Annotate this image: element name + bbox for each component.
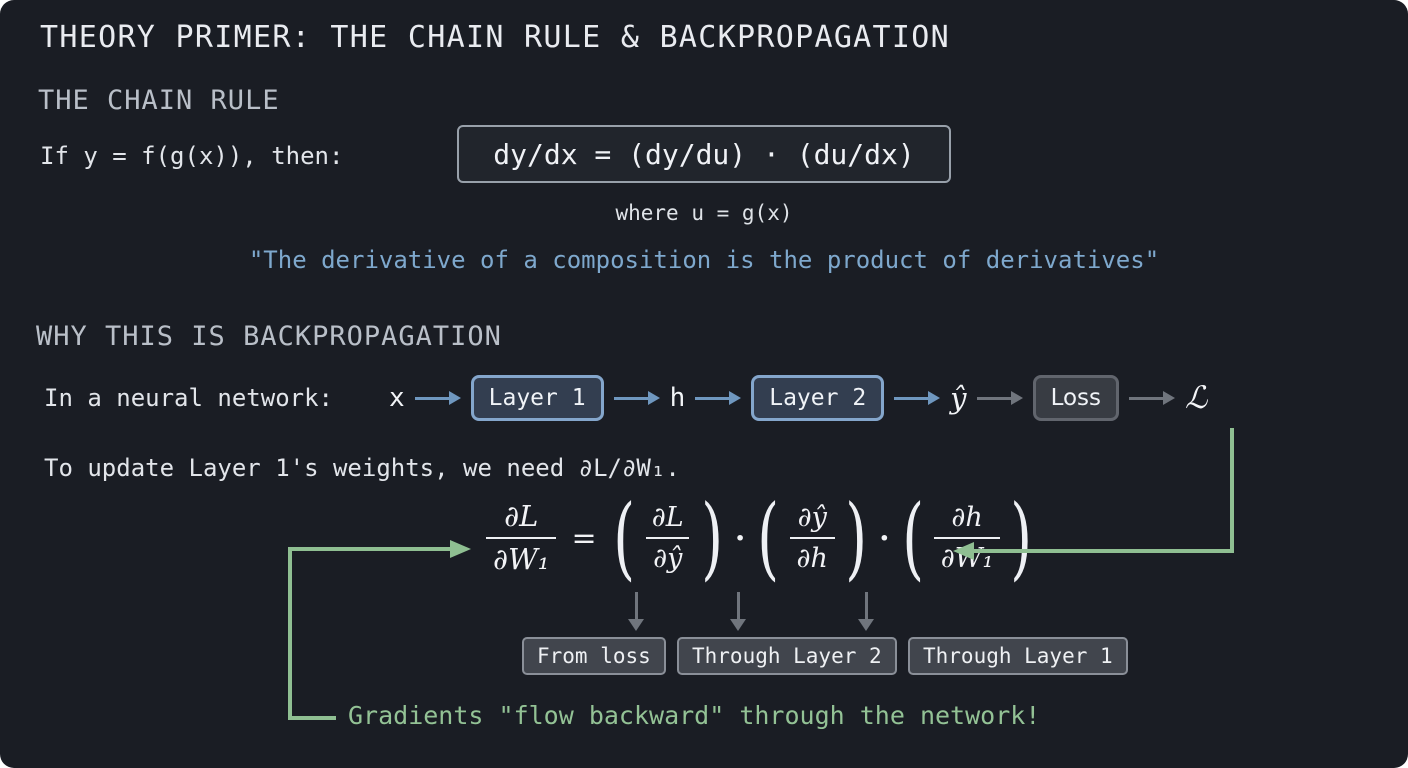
layer1-node: Layer 1 <box>470 375 604 421</box>
green-connector-left-foot <box>288 716 336 720</box>
arrow-right-icon <box>1129 391 1176 405</box>
layer2-node: Layer 2 <box>751 375 885 421</box>
paren-open: ( <box>612 484 635 591</box>
equals-sign: = <box>571 520 597 556</box>
green-connector-left-vertical <box>288 547 292 720</box>
paren-close: ) <box>1010 484 1033 591</box>
green-connector-left-horizontal <box>288 547 452 551</box>
arrow-right-icon <box>613 391 660 405</box>
arrow-down-icon <box>628 592 644 631</box>
through-layer2-label: Through Layer 2 <box>677 637 897 675</box>
gradient-equation: ∂L ∂W₁ = ( ∂L ∂ŷ ) · ( ∂ŷ ∂h ) · ( ∂h ∂W… <box>486 493 1034 583</box>
loss-node: Loss <box>1032 375 1120 421</box>
arrow-right-icon <box>976 391 1023 405</box>
lhs-fraction: ∂L ∂W₁ <box>486 499 557 577</box>
where-note: where u = g(x) <box>615 201 793 225</box>
term1-fraction: ∂L ∂ŷ <box>645 502 691 574</box>
page-title: THEORY PRIMER: THE CHAIN RULE & BACKPROP… <box>40 20 950 55</box>
network-diagram: In a neural network: x Layer 1 h Layer 2… <box>44 372 1207 424</box>
paren-open: ( <box>757 484 780 591</box>
arrow-right-icon <box>414 391 461 405</box>
green-connector-right-horizontal <box>974 549 1234 553</box>
green-arrowhead-right-icon <box>450 540 471 558</box>
need-line: To update Layer 1's weights, we need ∂L/… <box>44 454 680 482</box>
chain-rule-premise: If y = f(g(x)), then: <box>40 142 344 170</box>
yhat-variable: ŷ <box>950 381 967 415</box>
network-intro-label: In a neural network: <box>44 384 333 412</box>
chain-rule-heading: THE CHAIN RULE <box>38 85 280 116</box>
green-arrowhead-left-icon <box>953 542 974 560</box>
paren-close: ) <box>845 484 867 591</box>
loss-symbol: ℒ <box>1185 380 1208 416</box>
green-connector-right-vertical <box>1230 428 1234 553</box>
term2-fraction: ∂ŷ ∂h <box>789 502 835 574</box>
arrow-right-icon <box>695 391 742 405</box>
backprop-heading: WHY THIS IS BACKPROPAGATION <box>36 321 502 352</box>
input-variable: x <box>388 383 405 413</box>
dot-operator: · <box>879 520 890 556</box>
paren-close: ) <box>700 484 723 591</box>
chain-rule-formula: dy/dx = (dy/du) · (du/dx) <box>493 137 915 171</box>
chain-rule-formula-box: dy/dx = (dy/du) · (du/dx) <box>457 125 951 183</box>
dot-operator: · <box>734 520 746 556</box>
arrow-down-icon <box>730 592 746 631</box>
arrow-right-icon <box>894 391 941 405</box>
arrow-down-icon <box>858 592 874 631</box>
from-loss-label: From loss <box>522 637 666 675</box>
term3-fraction: ∂h ∂W₁ <box>933 502 1001 574</box>
chain-rule-quote: "The derivative of a composition is the … <box>248 246 1160 274</box>
paren-open: ( <box>901 484 924 591</box>
through-layer1-label: Through Layer 1 <box>908 637 1128 675</box>
takeaway-text: Gradients "flow backward" through the ne… <box>348 701 1041 730</box>
hidden-variable: h <box>669 383 686 413</box>
